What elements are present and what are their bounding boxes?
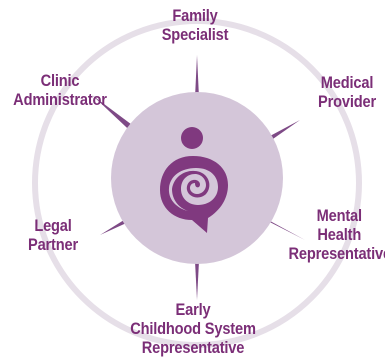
role-label-line: Representative [288,244,385,263]
role-label-line: Health [317,225,362,244]
role-label-line: Childhood System [130,319,256,338]
role-label-line: Representative [141,338,245,357]
role-label-medical-provider: Medical Provider [304,73,385,111]
mother-child-icon [160,127,228,233]
role-label-line: Early [175,300,211,319]
role-label-family-specialist: Family Specialist [148,6,243,44]
role-label-line: Specialist [161,25,229,44]
role-label-legal-partner: Legal Partner [14,216,91,254]
role-label-mental-health-representative: Mental Health Representative [289,206,385,263]
role-label-line: Mental [316,206,362,225]
role-label-line: Medical [320,73,374,92]
role-label-line: Family [172,6,218,25]
outer-ring [32,18,362,348]
role-label-line: Provider [318,92,376,111]
role-label-line: Legal [34,216,72,235]
role-label-early-childhood-system-representative: Early Childhood System Representative [129,300,258,357]
role-label-line: Administrator [13,90,107,109]
role-label-line: Clinic [40,71,80,90]
inner-circle [111,92,283,264]
role-label-clinic-administrator: Clinic Administrator [8,71,111,109]
role-label-line: Partner [28,235,78,254]
